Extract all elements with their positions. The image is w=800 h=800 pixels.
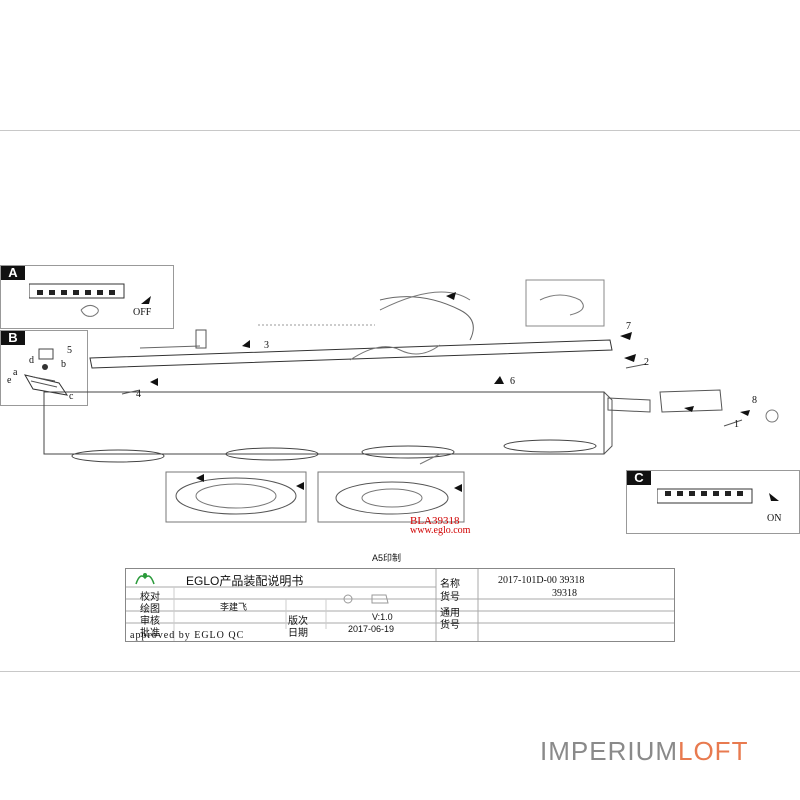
panel-a-tag: A: [1, 266, 25, 280]
b-label-5: 5: [67, 345, 72, 356]
item-label: 货号: [440, 592, 460, 603]
name-value: 2017-101D-00 39318: [498, 575, 585, 586]
panel-c-tag: C: [627, 471, 651, 485]
date-value: 2017-06-19: [348, 624, 395, 634]
name-label: 名称: [440, 579, 460, 590]
terminal-diagram-b: [23, 348, 69, 396]
callout-4: 4: [136, 389, 141, 400]
callout-6: 6: [510, 376, 515, 387]
callout-1: 1: [734, 419, 739, 430]
b-label-e: e: [7, 375, 12, 386]
hand-icon-a: [80, 304, 99, 317]
watermark-part2: LOFT: [678, 736, 749, 766]
callout-2: 2: [644, 357, 649, 368]
panel-a: A OFF: [0, 265, 174, 329]
watermark: IMPERIUMLOFT: [540, 736, 748, 767]
b-label-a: a: [13, 367, 18, 378]
row-check: 校对: [140, 592, 160, 603]
model-code: BLA39318: [410, 515, 460, 527]
model-url: www.eglo.com: [410, 525, 471, 536]
row-review: 审核: [140, 616, 160, 627]
fixture-drawing: [43, 279, 779, 523]
version-label: 版次: [288, 616, 308, 627]
row-draw: 绘图: [140, 604, 160, 615]
panel-b-tag: B: [1, 331, 25, 345]
title-block: EGLO产品装配说明书 校对 绘图 审核 批准 李建飞 版次 V:1.0 日期 …: [125, 568, 675, 642]
callout-7: 7: [626, 321, 631, 332]
switch-block-a: [29, 283, 125, 299]
item-value: 39318: [552, 588, 577, 599]
watermark-part1: IMPERIUM: [540, 736, 678, 766]
panel-c: C ON: [626, 470, 800, 534]
arrow-icon-a: [141, 296, 151, 304]
switch-block-c: [657, 488, 753, 504]
arrow-icon-c: [769, 493, 779, 501]
approved-text: approved by EGLO QC: [130, 630, 245, 641]
b-label-b: b: [61, 359, 66, 370]
off-label: OFF: [133, 307, 152, 318]
on-label: ON: [767, 513, 782, 524]
row-approve: 批准: [140, 628, 160, 639]
general-label: 通用: [440, 608, 460, 619]
callout-8: 8: [752, 395, 757, 406]
drawer-name: 李建飞: [220, 602, 248, 612]
general-item-label: 货号: [440, 620, 460, 631]
date-label: 日期: [288, 628, 308, 639]
callout-3: 3: [264, 340, 269, 351]
title-text: EGLO产品装配说明书: [186, 574, 304, 588]
b-label-d: d: [29, 355, 34, 366]
eglo-logo-icon: [135, 573, 155, 585]
print-note: A5印制: [372, 553, 402, 563]
title-block-grid: [126, 569, 674, 641]
b-label-c: c: [69, 391, 74, 402]
version-value: V:1.0: [372, 612, 393, 622]
drawing-sheet: [0, 130, 800, 672]
